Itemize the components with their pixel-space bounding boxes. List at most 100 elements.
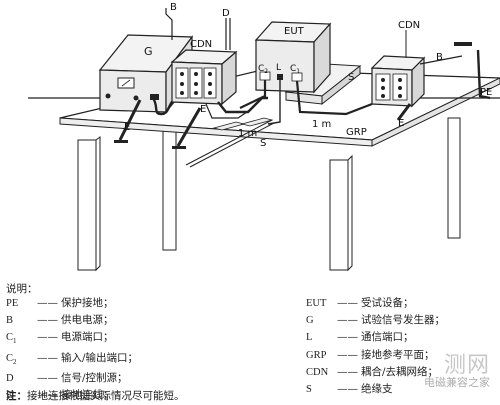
label-s-bottom: S: [260, 138, 266, 149]
label-grp: GRP: [346, 127, 367, 138]
legend-dash: ——: [37, 351, 58, 364]
legend-dash: ——: [337, 331, 358, 344]
label-pe: PE: [480, 87, 492, 98]
watermark-logo: 测网: [443, 353, 490, 378]
legend-key-sub: 1: [13, 337, 17, 346]
eut-c2-cable: [239, 80, 267, 109]
label-g: G: [144, 45, 153, 58]
legend-key-letter: C: [6, 352, 14, 364]
legend-dash: ——: [37, 389, 58, 402]
ground-straps: [118, 99, 412, 147]
legend-text: 输入/输出端口；: [61, 351, 139, 364]
legend-text: 试验信号发生器；: [361, 314, 445, 327]
legend-text: 供电电源；: [61, 314, 114, 327]
label-c1-sub: 1: [296, 68, 300, 75]
legend-dash: ——: [337, 383, 358, 396]
legend-row-d: D ——信号/控制源；: [6, 370, 138, 387]
legend-key: L: [306, 332, 313, 344]
cdn-eut-cable-2: [205, 103, 251, 119]
legend-dash: ——: [337, 348, 358, 361]
legend-dash: ——: [37, 314, 58, 327]
legend-key-letter: C: [6, 332, 14, 344]
label-one-m-right: 1 m: [312, 119, 331, 130]
legend-key-sub: 2: [13, 357, 17, 366]
label-c1: C1: [290, 64, 300, 75]
ground-bar-1: [114, 140, 128, 143]
legend-row-s: S ——绝缘支: [306, 381, 445, 398]
legend-dash: ——: [337, 297, 358, 309]
label-e1: E: [124, 122, 130, 133]
legend-key: EUT: [306, 298, 327, 309]
legend-row-c2: C2——输入/输出端口；: [6, 350, 138, 370]
label-c2: C2: [258, 64, 268, 75]
legend-row-l: L ——通信端口；: [306, 329, 445, 346]
supply-plug-b-right: [454, 42, 472, 46]
supply-cable-b-right: [419, 55, 463, 65]
label-b-right: B: [436, 52, 443, 63]
label-e2: E: [200, 104, 206, 115]
label-cdn-right: CDN: [398, 20, 420, 31]
legend-row-e: E ——接地连线；: [6, 387, 138, 404]
legend-key: C1: [6, 330, 34, 349]
note-text: 接地连接根据实际情况尽可能短。: [27, 390, 185, 402]
legend-row-pe: PE ——保护接地；: [6, 295, 138, 312]
label-d-top: D: [222, 8, 230, 19]
legend-key: G: [306, 315, 314, 327]
legend-left-column: PE——保护接地； B——供电电源； C1——电源端口； C2——输入/输出端口…: [6, 295, 138, 404]
legend-note: 注：接地连接根据实际情况尽可能短。: [6, 388, 185, 403]
legend-key: GRP: [306, 349, 327, 361]
legend-text: 电源端口；: [61, 331, 114, 344]
legend-text: 信号/控制源；: [61, 372, 128, 384]
eut-l-cable: [267, 80, 281, 125]
legend-text: 保护接地；: [61, 297, 114, 309]
legend-row-g: G ——试验信号发生器；: [306, 312, 445, 329]
supply-cable-b-top: [165, 8, 173, 40]
legend-key: CDN: [306, 366, 329, 378]
legend-text: 受试设备；: [361, 297, 414, 309]
legend-dash: ——: [337, 314, 358, 327]
label-e3: E: [398, 118, 404, 129]
label-l: L: [276, 63, 281, 73]
insulating-support-bottom: [185, 117, 275, 168]
legend-row-c1: C1——电源端口；: [6, 329, 138, 349]
pe-cable: [476, 49, 491, 100]
legend-key: E: [6, 390, 13, 402]
legend-dash: ——: [37, 331, 58, 344]
legend-dash: ——: [37, 372, 58, 384]
legend-dash: ——: [37, 297, 58, 309]
eut-box: [254, 21, 332, 94]
legend-right-column: EUT——受试设备； G——试验信号发生器； L——通信端口； GRP——接地参…: [306, 295, 445, 398]
legend-row-grp: GRP ——接地参考平面；: [306, 347, 445, 364]
label-s-eut: S: [348, 72, 354, 83]
ground-bar-2: [172, 146, 186, 149]
legend-row-cdn: CDN ——耦合/去耦网络；: [306, 364, 445, 381]
label-one-m-left: 1 m: [238, 128, 257, 139]
legend-row-b: B ——供电电源；: [6, 312, 138, 329]
label-b-top: B: [170, 2, 177, 13]
legend-dash: ——: [337, 365, 358, 378]
test-setup-diagram: G B CDN D S EUT C2 L C1: [28, 2, 500, 272]
legend-key: C2: [6, 351, 34, 370]
label-cdn-left: CDN: [190, 39, 212, 50]
legend-title: 说明：: [6, 283, 38, 295]
legend-key: S: [306, 384, 312, 396]
legend-text: 耦合/去耦网络；: [361, 365, 439, 378]
legend-text: 绝缘支: [361, 383, 393, 396]
legend-text: 接地参考平面；: [361, 348, 435, 361]
label-c1-letter: C: [290, 64, 296, 74]
label-eut: EUT: [284, 26, 305, 37]
label-c2-letter: C: [258, 64, 264, 74]
table-legs: [77, 117, 461, 272]
cdn-left-box: [170, 49, 238, 106]
cdn-right-box: [370, 55, 426, 108]
legend-row-eut: EUT ——受试设备；: [306, 295, 445, 312]
legend-key: B: [6, 315, 14, 327]
legend-key: PE: [6, 298, 19, 309]
label-c2-sub: 2: [264, 68, 268, 75]
watermark-caption: 电磁兼容之家: [424, 376, 490, 389]
eut-c1-cable: [295, 80, 373, 116]
legend-text: 通信端口；: [361, 331, 414, 344]
legend-key: D: [6, 373, 14, 384]
legend-text: 接地连线；: [61, 389, 114, 402]
